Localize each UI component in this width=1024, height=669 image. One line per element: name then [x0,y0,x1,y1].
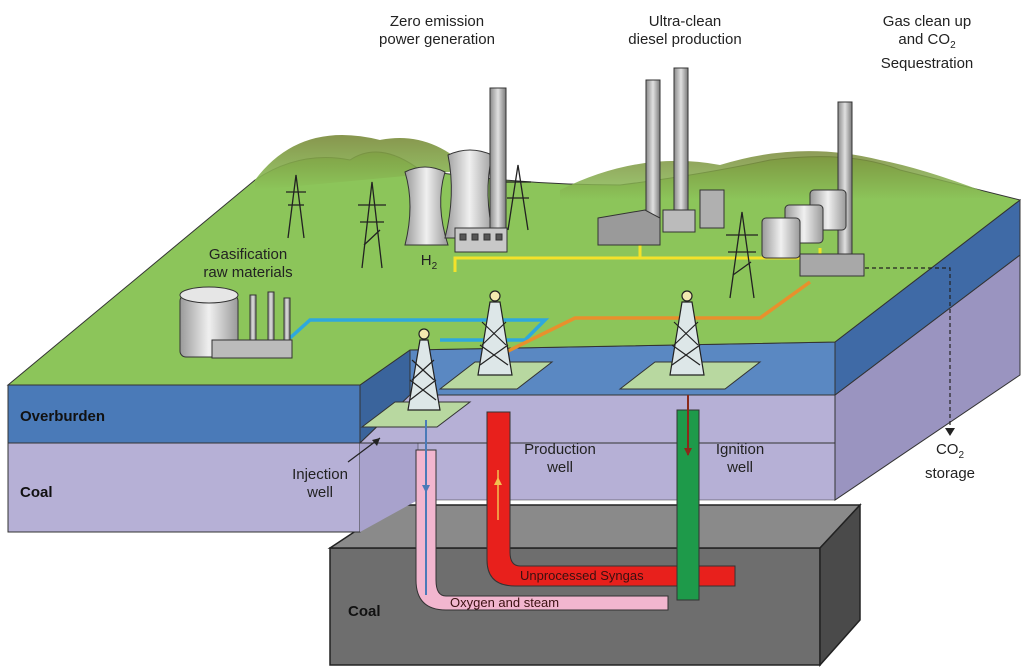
flow-arrows [422,448,692,493]
label-coal-layer: Coal [20,484,53,501]
injection-derrick [407,328,441,411]
label-zero-emission: Zero emission power generation [379,13,495,48]
oxygen-steam-pipe [415,420,669,611]
injection-pointer-head [372,438,380,446]
label-gasification: Gasification raw materials [203,246,293,281]
surface [6,135,1022,386]
label-overburden: Overburden [20,408,106,425]
diesel-plant [597,67,725,246]
label-coal-block: Coal [348,603,381,620]
label-injection-well: Injection well [292,466,348,501]
power-pylons [286,164,758,299]
power-plant [404,87,508,253]
label-h2: H2 [420,252,438,272]
coal-layer [7,253,1021,533]
label-ultra-clean: Ultra-clean diesel production [628,13,742,48]
ignition-derrick [669,290,705,376]
label-gas-clean: Gas clean up and CO2 Sequestration [880,13,974,72]
label-co2-storage: CO2 storage [924,441,976,482]
gas-cleanup-plant [761,101,865,277]
label-unprocessed-syngas: Unprocessed Syngas [520,568,644,583]
label-production-well: Production well [524,441,596,476]
gasification-plant [179,286,293,359]
production-derrick [477,290,513,376]
ignition-pipe [676,395,700,601]
label-oxygen-steam: Oxygen and steam [450,595,560,610]
label-ignition-well: Ignition well [715,441,765,476]
